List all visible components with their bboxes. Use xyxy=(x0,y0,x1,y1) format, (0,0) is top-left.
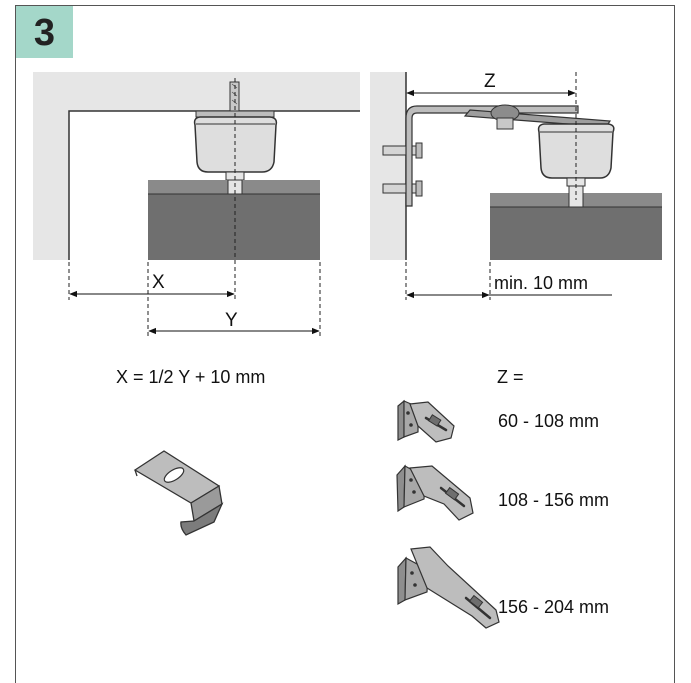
bracket-range-1: 60 - 108 mm xyxy=(498,411,599,431)
label-y: Y xyxy=(225,310,238,331)
ceiling-mount-diagram: X Y X = 1/2 Y + 10 mm xyxy=(33,72,360,387)
z-heading: Z = xyxy=(497,367,524,387)
step-badge: 3 xyxy=(16,6,73,58)
wall-motor-body xyxy=(537,123,615,187)
bracket-range-3: 156 - 204 mm xyxy=(498,597,609,617)
side-wall xyxy=(370,72,406,260)
ceiling-wall xyxy=(33,72,360,260)
label-min: min. 10 mm xyxy=(494,273,588,293)
ceiling-clip-icon xyxy=(133,450,224,536)
long-bracket-icon xyxy=(397,546,500,629)
medium-bracket-icon xyxy=(396,464,474,521)
page-frame xyxy=(15,5,675,683)
short-bracket-icon xyxy=(397,399,455,443)
formula-text: X = 1/2 Y + 10 mm xyxy=(116,367,265,387)
bracket-range-2: 108 - 156 mm xyxy=(498,490,609,510)
step-number: 3 xyxy=(33,12,56,54)
wall-mount-diagram: Z min. 10 mm Z = xyxy=(370,71,662,387)
label-z: Z xyxy=(484,71,496,92)
label-x: X xyxy=(152,272,165,293)
